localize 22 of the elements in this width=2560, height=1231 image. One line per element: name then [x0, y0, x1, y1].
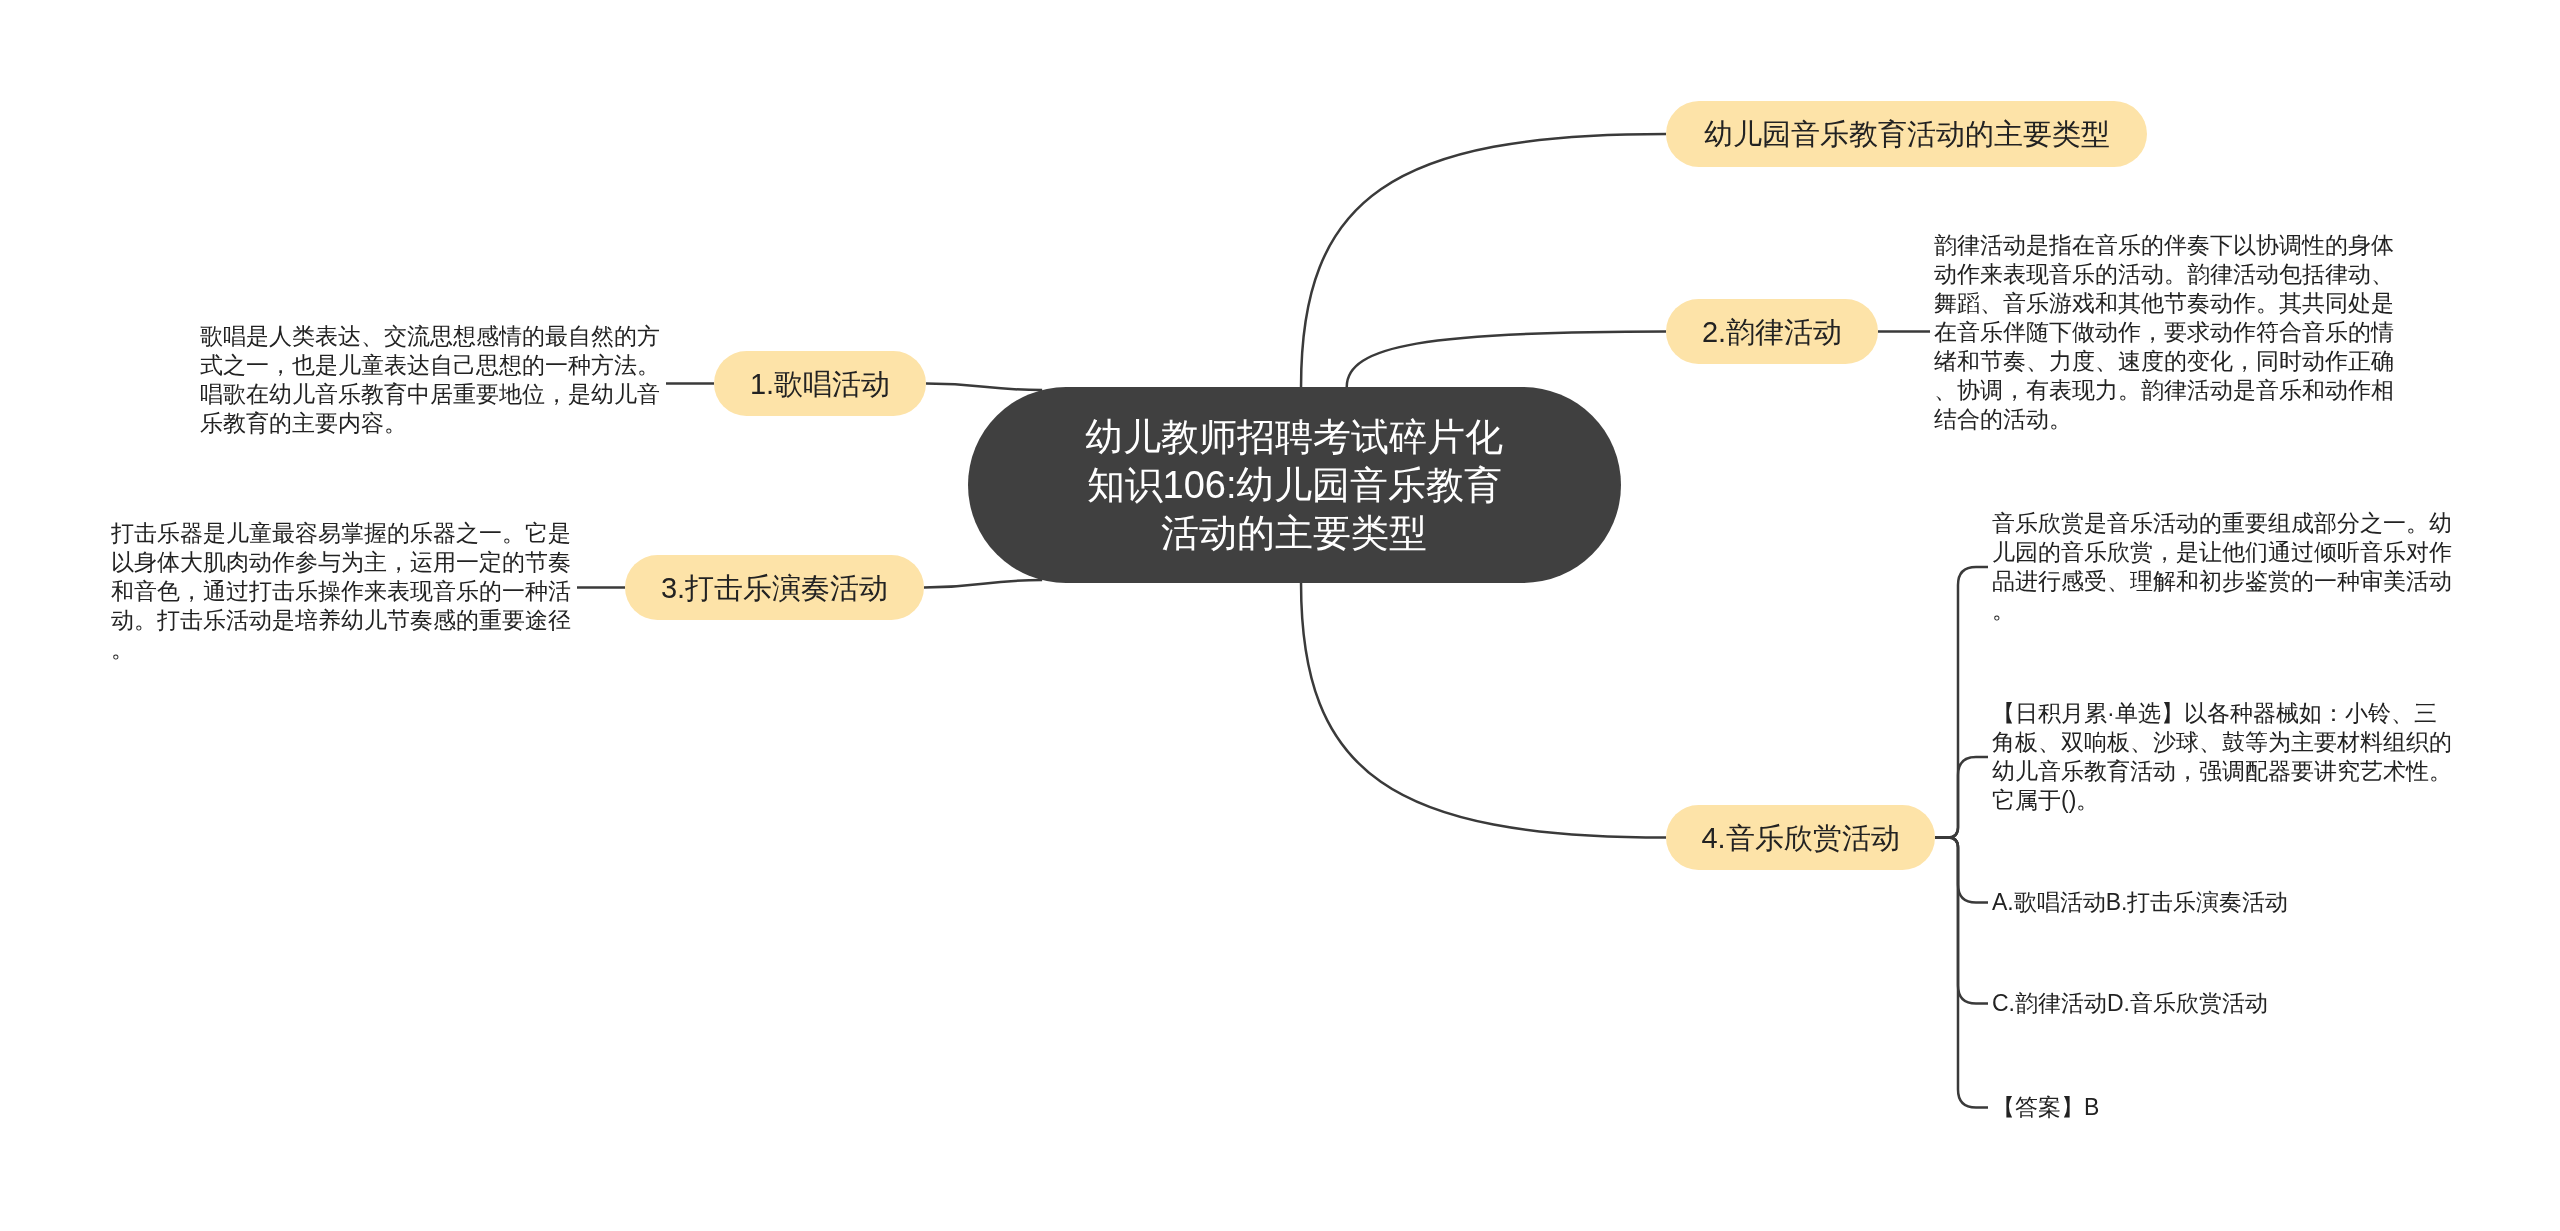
branch-line	[1878, 330, 1930, 333]
note-text: 歌唱是人类表达、交流思想感情的最自然的方式之一，也是儿童表达自己思想的一种方法。唱歌在幼儿音乐教育中居重要地位，是幼儿音乐教育的主要内容。	[200, 322, 662, 438]
topic-text: 幼儿园音乐教育活动的主要类型	[1703, 117, 2110, 152]
central-topic-text: 幼儿教师招聘考试碎片化知识106:幼儿园音乐教育活动的主要类型	[1084, 415, 1505, 556]
note-text: 【答案】B	[1992, 1093, 2100, 1122]
note-text: 打击乐器是儿童最容易掌握的乐器之一。它是以身体大肌肉动作参与为主，运用一定的节奏和音色，通过打击乐操作来表现音乐的一种活动。打击乐活动是培养幼儿节奏感的重要途径。	[111, 519, 573, 664]
topic-text: 3.打击乐演奏活动	[660, 570, 889, 606]
branch-line	[577, 586, 625, 589]
branch-line	[926, 382, 1043, 392]
note-text: C.韵律活动D.音乐欣赏活动	[1992, 989, 2268, 1018]
note-text: 韵律活动是指在音乐的伴奏下以协调性的身体动作来表现音乐的活动。韵律活动包括律动、舞蹈、音乐游戏和其他节奏动作。其共同处是在音乐伴随下做动作，要求动作符合音乐的情绪和节奏、力度、速度的变化，同时动作正确、协调，有表现力。韵律活动是音乐和动作相结合的活动。	[1934, 231, 2396, 434]
branch-line	[924, 578, 1043, 589]
note-text: 音乐欣赏是音乐活动的重要组成部分之一。幼儿园的音乐欣赏，是让他们通过倾听音乐对作品进行感受、理解和初步鉴赏的一种审美活动。	[1992, 509, 2454, 625]
branch-line	[1345, 330, 1666, 388]
branch-line	[1299, 582, 1667, 839]
topic-text: 4.音乐欣赏活动	[1701, 820, 1900, 856]
branch-line	[666, 382, 714, 385]
note-text: A.歌唱活动B.打击乐演奏活动	[1992, 888, 2289, 917]
topic-text: 1.歌唱活动	[749, 366, 891, 402]
branch-line	[1299, 132, 1667, 388]
note-text: 【日积月累·单选】以各种器械如：小铃、三角板、双响板、沙球、鼓等为主要材料组织的幼儿音乐教育活动，强调配器要讲究艺术性。它属于()。	[1992, 699, 2454, 815]
topic-text: 2.韵律活动	[1701, 314, 1843, 350]
